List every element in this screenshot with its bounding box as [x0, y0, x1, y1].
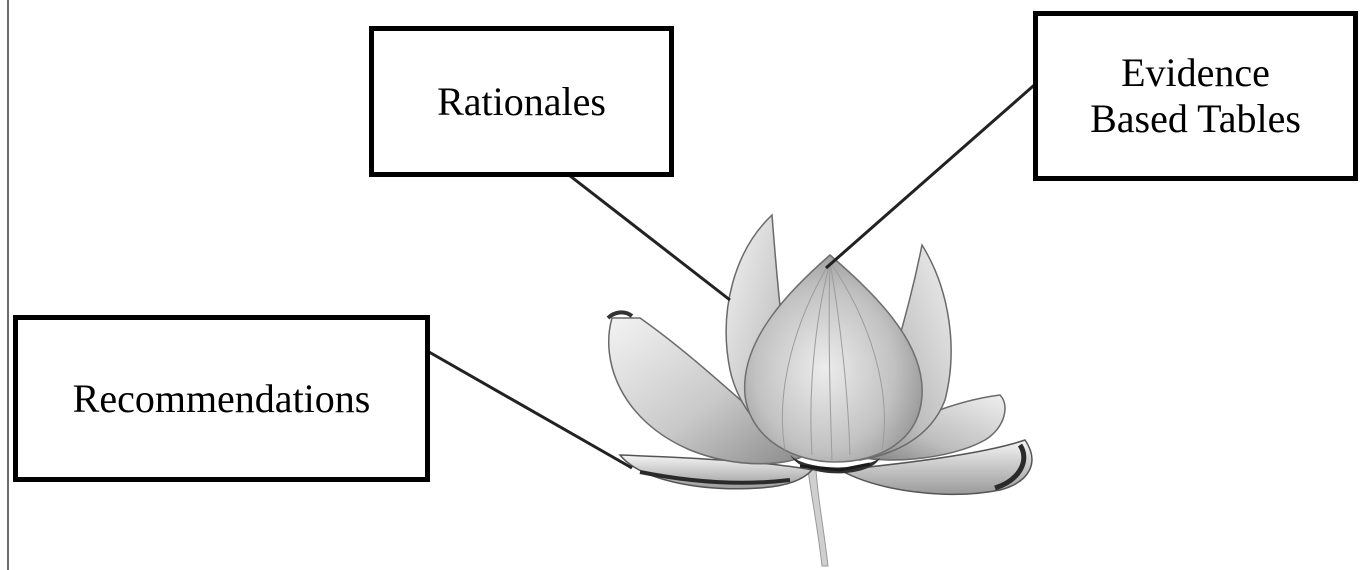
evidence-label-line2: Based Tables	[1090, 96, 1301, 142]
rationales-label: Rationales	[437, 79, 606, 125]
rationales-label-box: Rationales	[369, 26, 674, 177]
rationales-leader-line	[565, 172, 730, 300]
evidence-leader-line	[826, 80, 1040, 268]
recommendations-label: Recommendations	[73, 376, 371, 422]
stem	[808, 470, 828, 566]
lotus-flower-illustration	[608, 215, 1032, 566]
recommendations-leader-line	[429, 352, 632, 468]
evidence-based-tables-label-box: Evidence Based Tables	[1033, 11, 1358, 181]
evidence-label-line1: Evidence	[1121, 50, 1270, 96]
recommendations-label-box: Recommendations	[13, 315, 430, 482]
